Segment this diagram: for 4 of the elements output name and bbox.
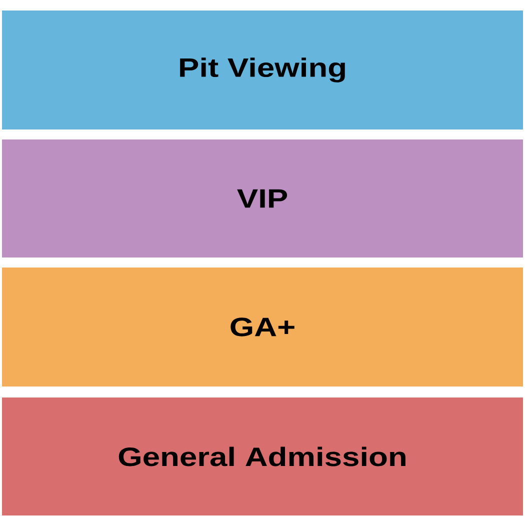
section-band: GA+ bbox=[2, 268, 523, 386]
section-band: VIP bbox=[2, 140, 523, 258]
section-band: General Admission bbox=[2, 398, 523, 516]
section-band: Pit Viewing bbox=[2, 10, 523, 130]
